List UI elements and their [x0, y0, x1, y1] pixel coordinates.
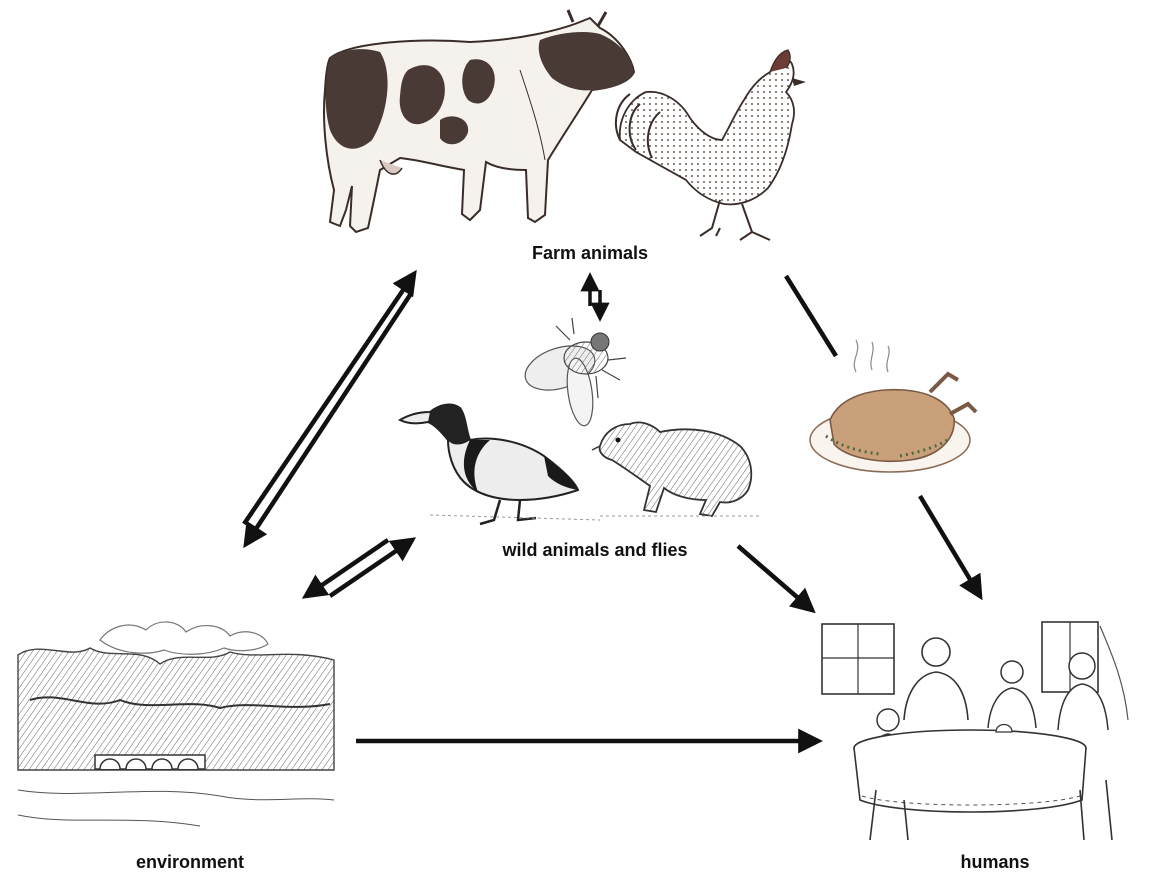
landscape-illustration: [18, 622, 334, 826]
family-dining-illustration: [822, 622, 1128, 840]
humans-label: humans: [900, 852, 1090, 873]
arrow-farm-wild: [590, 276, 600, 318]
wild-animals-label: wild animals and flies: [440, 540, 750, 561]
arrow-farm-food: [786, 276, 836, 356]
arrow-environment-wild: [306, 540, 412, 596]
arrow-food-humans: [920, 496, 980, 596]
cow-illustration: [324, 10, 634, 232]
duck-illustration: [400, 405, 600, 524]
arrow-environment-farm: [244, 274, 414, 544]
farm-animals-label: Farm animals: [482, 243, 698, 264]
rodent-illustration: [592, 422, 760, 516]
fly-illustration: [520, 318, 626, 427]
rooster-illustration: [616, 50, 806, 240]
roast-chicken-illustration: [810, 340, 976, 472]
environment-label: environment: [80, 852, 300, 873]
